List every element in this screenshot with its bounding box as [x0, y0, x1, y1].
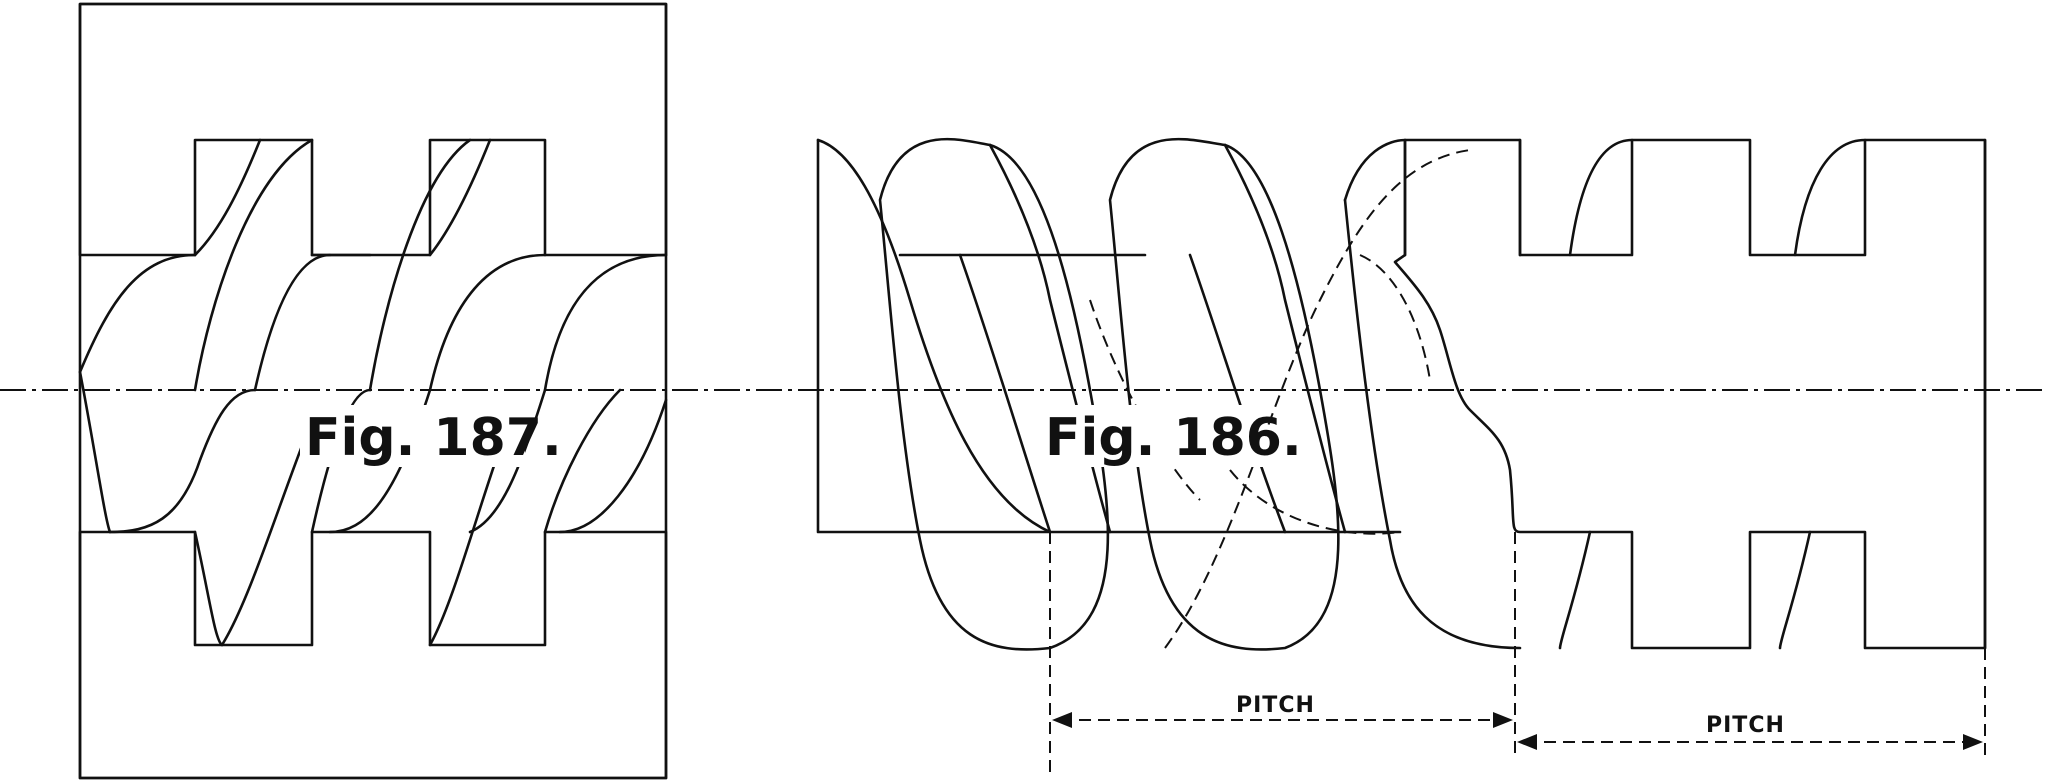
screw-core-outline	[816, 138, 1522, 534]
screw-section-hatched	[1393, 138, 1987, 650]
screw-thread-crests	[878, 137, 1987, 651]
fig-187-label: Fig. 187.	[305, 408, 562, 468]
nut-section-figure: Fig. 187.	[78, 2, 668, 780]
nut-thread-curves	[78, 138, 668, 647]
nut-lower-section	[78, 530, 668, 780]
pitch-dimension-left: PITCH	[1049, 532, 1516, 778]
pitch-dimension-right: PITCH	[1517, 648, 1986, 760]
fig-186-label: Fig. 186.	[1045, 408, 1302, 468]
pitch-label-right: PITCH	[1706, 713, 1785, 738]
nut-upper-section	[78, 2, 668, 257]
pitch-label-left: PITCH	[1236, 693, 1315, 718]
screw-view-figure: Fig. 186.	[816, 137, 1987, 651]
